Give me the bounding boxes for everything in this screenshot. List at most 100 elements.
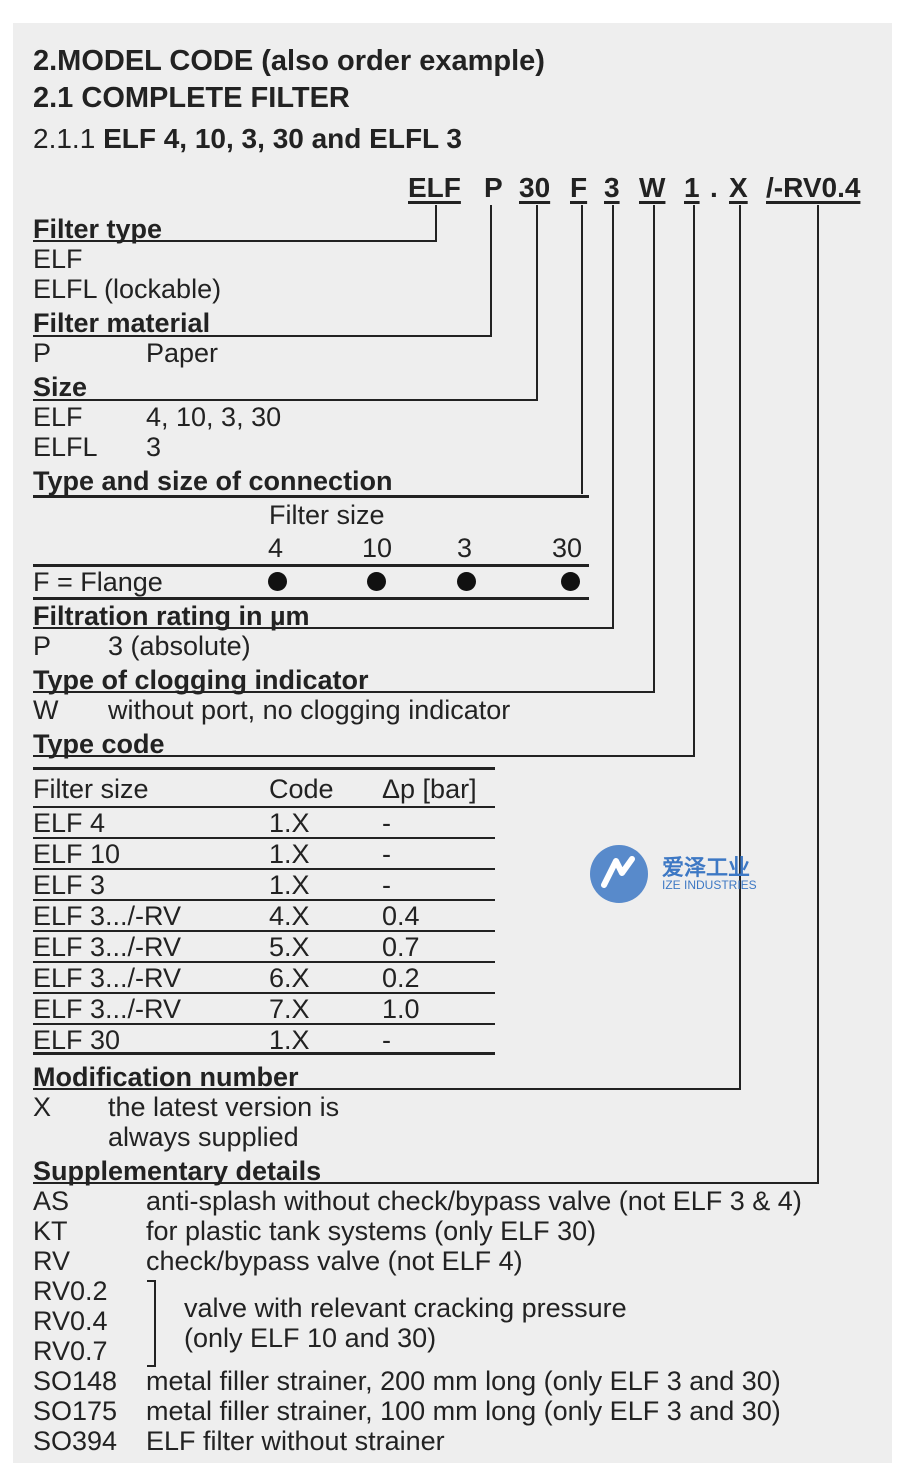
table-cell: ELF 10 [33, 839, 121, 869]
size-col: 10 [362, 533, 393, 563]
table-rule [33, 767, 495, 770]
table-rule [33, 1052, 495, 1055]
table-cell: - [382, 808, 391, 838]
table-cell: 1.X [269, 808, 310, 838]
table-cell: ELF 4 [33, 808, 106, 838]
table-cell: 1.X [269, 839, 310, 869]
table-cell: ELF 30 [33, 1025, 121, 1055]
supp-desc: valve with relevant cracking pressure [184, 1293, 627, 1323]
connection-rule [33, 495, 589, 498]
watermark-en: IZE INDUSTRIES [662, 878, 757, 892]
supplementary-title: Supplementary details [33, 1156, 322, 1186]
table-cell: ELF 3.../-RV [33, 994, 182, 1024]
modification-desc: always supplied [108, 1122, 299, 1152]
table-cell: 1.X [269, 1025, 310, 1055]
supp-code: RV0.4 [33, 1306, 108, 1336]
filtration-title: Filtration rating in µm [33, 601, 310, 631]
heading-title: ELF 4, 10, 3, 30 and ELFL 3 [103, 123, 463, 154]
table-row-rule [33, 806, 495, 808]
clogging-desc: without port, no clogging indicator [108, 695, 511, 725]
supp-desc: ELF filter without strainer [146, 1426, 445, 1456]
modification-code: X [33, 1092, 52, 1122]
table-cell: 5.X [269, 932, 310, 962]
supp-desc: for plastic tank systems (only ELF 30) [146, 1216, 597, 1246]
size-code: ELF [33, 402, 83, 432]
table-row-rule [33, 961, 495, 963]
supp-code: SO175 [33, 1396, 118, 1426]
size-title: Size [33, 372, 88, 402]
table-row-rule [33, 868, 495, 870]
code-modification: X [729, 172, 748, 203]
supp-code: RV0.7 [33, 1336, 108, 1366]
connection-rule [33, 564, 589, 567]
supp-desc: check/bypass valve (not ELF 4) [146, 1246, 523, 1276]
code-type: 1 [684, 172, 700, 203]
supp-desc: (only ELF 10 and 30) [184, 1323, 437, 1353]
filter-type-item: ELFL (lockable) [33, 274, 222, 304]
modification-desc: the latest version is [108, 1092, 340, 1122]
supp-code: SO394 [33, 1426, 118, 1456]
supp-code: SO148 [33, 1366, 118, 1396]
table-cell: 1.0 [382, 994, 420, 1024]
filter-type-title: Filter type [33, 214, 163, 244]
table-row-rule [33, 992, 495, 994]
supp-desc: metal filler strainer, 200 mm long (only… [146, 1366, 781, 1396]
filter-material-code: P [33, 338, 52, 368]
size-code: ELFL [33, 432, 98, 462]
size-col: 3 [457, 533, 473, 563]
availability-dot [268, 572, 287, 591]
filtration-code: P [33, 631, 52, 661]
code-material: P [484, 172, 503, 203]
supp-desc: metal filler strainer, 100 mm long (only… [146, 1396, 781, 1426]
table-cell: - [382, 839, 391, 869]
supp-code: RV0.2 [33, 1276, 108, 1306]
section-heading: 2.MODEL CODE (also order example) [33, 45, 545, 77]
code-supplementary: /-RV0.4 [766, 172, 861, 203]
table-cell: ELF 3 [33, 870, 106, 900]
table-row-rule [33, 837, 495, 839]
table-cell: 0.7 [382, 932, 420, 962]
table-cell: 1.X [269, 870, 310, 900]
table-row-rule [33, 899, 495, 901]
subsection-heading: 2.1 COMPLETE FILTER [33, 82, 350, 114]
code-dot: . [710, 172, 718, 203]
filter-size-label: Filter size [269, 500, 385, 530]
code-connection: F [570, 172, 588, 203]
size-col: 30 [552, 533, 583, 563]
supp-code: AS [33, 1186, 70, 1216]
availability-dot [457, 572, 476, 591]
table-header: Code [269, 774, 334, 804]
table-header: Filter size [33, 774, 149, 804]
size-desc: 3 [146, 432, 162, 462]
table-row-rule [33, 1023, 495, 1025]
table-cell: 6.X [269, 963, 310, 993]
clogging-code: W [33, 695, 59, 725]
filter-material-title: Filter material [33, 308, 211, 338]
watermark-cn: 爱泽工业 [662, 855, 751, 880]
code-filtration: 3 [604, 172, 620, 203]
table-cell: ELF 3.../-RV [33, 932, 182, 962]
table-cell: - [382, 1025, 391, 1055]
supp-desc: anti-splash without check/bypass valve (… [146, 1186, 802, 1216]
flange-label: F = Flange [33, 567, 163, 597]
modification-title: Modification number [33, 1062, 299, 1092]
type-code-title: Type code [33, 729, 165, 759]
table-cell: - [382, 870, 391, 900]
document-panel [13, 23, 892, 1463]
clogging-title: Type of clogging indicator [33, 665, 369, 695]
filter-type-item: ELF [33, 244, 83, 274]
table-cell: ELF 3.../-RV [33, 963, 182, 993]
table-cell: 0.4 [382, 901, 420, 931]
size-col: 4 [268, 533, 284, 563]
table-cell: 7.X [269, 994, 310, 1024]
sub-subsection-heading: 2.1.1 ELF 4, 10, 3, 30 and ELFL 3 [33, 123, 462, 155]
size-desc: 4, 10, 3, 30 [146, 402, 282, 432]
code-size: 30 [519, 172, 551, 203]
table-cell: ELF 3.../-RV [33, 901, 182, 931]
filter-material-desc: Paper [146, 338, 219, 368]
availability-dot [367, 572, 386, 591]
code-indicator: W [639, 172, 666, 203]
availability-dot [561, 572, 580, 591]
ize-logo-icon [590, 845, 648, 903]
